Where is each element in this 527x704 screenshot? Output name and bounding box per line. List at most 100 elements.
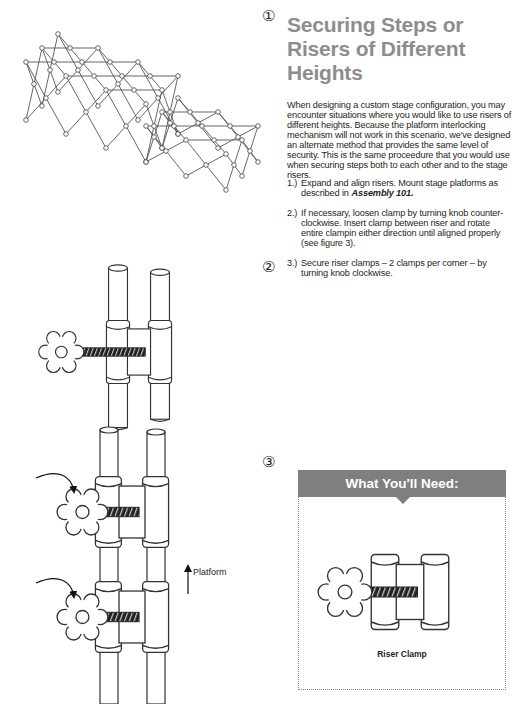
frame-hub xyxy=(124,124,129,129)
scissor-strut xyxy=(186,154,226,176)
frame-hub xyxy=(188,110,193,115)
scissor-strut xyxy=(178,112,218,134)
frame-hub xyxy=(176,74,181,79)
frame-hub xyxy=(48,68,53,73)
frame-hub xyxy=(148,74,153,79)
frame-hub xyxy=(44,96,49,101)
turn-arrow xyxy=(36,579,74,597)
header-pointer xyxy=(396,497,410,504)
scissor-strut xyxy=(106,90,146,162)
scissor-strut xyxy=(162,98,178,148)
frame-hub xyxy=(132,88,137,93)
part-name: Riser Clamp xyxy=(299,649,505,659)
callout-number: ② xyxy=(262,259,284,275)
step-number: 3.) xyxy=(287,258,301,268)
frame-hub xyxy=(40,46,45,51)
scissor-strut xyxy=(242,140,258,162)
scissor-strut xyxy=(58,34,98,106)
scissor-strut xyxy=(106,104,146,148)
callout-number: ① xyxy=(262,8,284,24)
frame-hub xyxy=(104,88,109,93)
frame-hub xyxy=(216,110,221,115)
intro-paragraph: When designing a custom stage configurat… xyxy=(287,100,513,180)
frame-hub xyxy=(152,124,157,129)
scissor-strut xyxy=(162,112,178,134)
frame-hub xyxy=(144,124,149,129)
parts-needed-box: What You'll Need: Riser Clamp xyxy=(298,470,506,690)
frame-hub xyxy=(156,96,161,101)
scissor-strut xyxy=(98,62,138,106)
step-number: 2.) xyxy=(287,208,301,218)
frame-hub xyxy=(160,88,165,93)
scissor-strut xyxy=(66,90,106,134)
frame-hub xyxy=(68,46,73,51)
frame-hub xyxy=(120,74,125,79)
frame-hub xyxy=(40,104,45,109)
scissor-strut xyxy=(26,48,42,120)
frame-hub xyxy=(92,74,97,79)
scissor-strut xyxy=(138,76,178,120)
frame-hub xyxy=(24,118,29,123)
frame-hub xyxy=(240,138,245,143)
frame-hub xyxy=(240,174,245,179)
riser-clamp-drawing xyxy=(318,555,449,630)
frame-hub xyxy=(56,32,61,37)
frame-hub xyxy=(184,174,189,179)
frame-hub xyxy=(172,124,177,129)
scissor-strut xyxy=(26,62,66,134)
frame-hub xyxy=(168,110,173,115)
box-heading: What You'll Need: xyxy=(298,470,507,497)
frame-hub xyxy=(96,46,101,51)
installed-clamp xyxy=(57,477,169,548)
callout-number: ③ xyxy=(262,454,284,470)
frame-hub xyxy=(256,124,261,129)
riser-tube xyxy=(100,427,165,704)
frame-hub xyxy=(164,149,169,154)
frame-hub xyxy=(108,60,113,65)
frame-hub xyxy=(152,135,157,140)
scissor-strut xyxy=(58,48,98,92)
frame-hub xyxy=(56,90,61,95)
direction-arrow xyxy=(187,566,188,594)
frame-hub xyxy=(248,149,253,154)
frame-hub xyxy=(136,60,141,65)
frame-hub xyxy=(176,132,181,137)
clamp-knob xyxy=(39,332,84,373)
frame-hub xyxy=(216,146,221,151)
scissor-strut xyxy=(226,154,242,176)
scissor-strut xyxy=(42,48,58,92)
frame-hub xyxy=(176,96,181,101)
step-reference: Assembly 101. xyxy=(352,188,414,198)
frame-hub xyxy=(64,132,69,137)
frame-hub xyxy=(160,146,165,151)
frame-hub xyxy=(64,74,69,79)
direction-label: Platform xyxy=(193,567,253,577)
scissor-strut xyxy=(26,76,66,120)
frame-hub xyxy=(160,110,165,115)
frame-hub xyxy=(256,160,261,165)
step-number: 1.) xyxy=(287,178,301,188)
frame-hub xyxy=(144,160,149,165)
riser-frame xyxy=(24,32,261,193)
frame-hub xyxy=(84,110,89,115)
frame-hub xyxy=(144,102,149,107)
scissor-strut xyxy=(242,126,258,176)
frame-hub xyxy=(96,104,101,109)
turn-arrow xyxy=(36,474,74,492)
frame-hub xyxy=(224,188,229,193)
page-title: Securing Steps or Risers of Different He… xyxy=(287,13,523,85)
frame-hub xyxy=(144,160,149,165)
frame-hub xyxy=(232,163,237,168)
step-text: If necessary, loosen clamp by turning kn… xyxy=(301,208,514,248)
scissor-strut xyxy=(186,140,226,190)
frame-hub xyxy=(212,138,217,143)
scissor-strut xyxy=(42,34,58,106)
frame-hub xyxy=(52,60,57,65)
frame-hub xyxy=(24,60,29,65)
frame-hub xyxy=(160,146,165,151)
frame-hub xyxy=(76,68,81,73)
scissor-strut xyxy=(218,112,258,162)
frame-hub xyxy=(176,132,181,137)
frame-hub xyxy=(196,121,201,126)
